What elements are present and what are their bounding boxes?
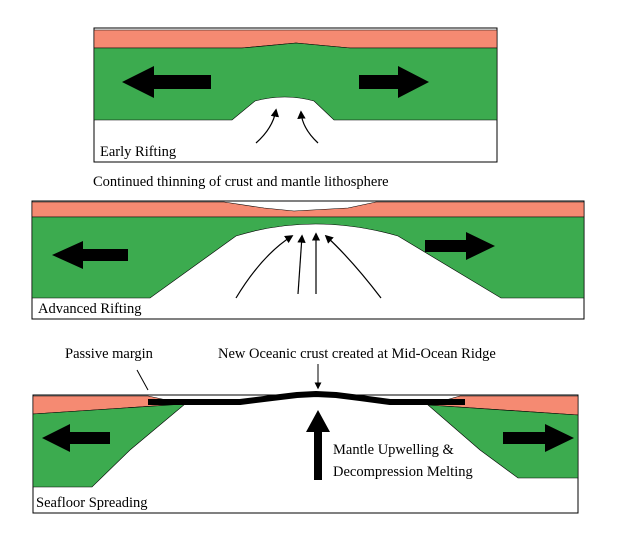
- mantle-lithosphere: [31, 216, 585, 299]
- panel-title: Advanced Rifting: [38, 301, 142, 317]
- panel-seafloor-spreading: Passive margin New Oceanic crust created…: [32, 346, 579, 514]
- arrow-right-icon: [359, 66, 429, 98]
- oceanic-crust: [148, 391, 465, 405]
- arrow-right-icon: [503, 424, 574, 452]
- panel-advanced-rifting: Advanced Rifting: [31, 200, 585, 320]
- caption-continued-thinning: Continued thinning of crust and mantle l…: [93, 174, 389, 190]
- passive-margin-label: Passive margin: [65, 346, 154, 362]
- upwelling-label-line1: Mantle Upwelling &: [333, 442, 455, 458]
- new-oceanic-crust-label: New Oceanic crust created at Mid-Ocean R…: [218, 346, 496, 362]
- mantle-lithosphere-left: [32, 403, 186, 488]
- arrow-left-icon: [42, 424, 110, 452]
- arrow-left-icon: [122, 66, 211, 98]
- pointer-lines: [136, 364, 322, 391]
- upwelling-label-line2: Decompression Melting: [333, 464, 473, 480]
- panel-title: Seafloor Spreading: [36, 495, 148, 511]
- upwelling-arrows: [235, 232, 382, 299]
- panel-early-rifting: Early Rifting: [93, 27, 498, 163]
- mantle-lithosphere: [93, 42, 498, 121]
- upwelling-arrows: [255, 108, 319, 144]
- arrow-right-icon: [425, 232, 495, 260]
- upwelling-arrow-icon: [306, 410, 330, 480]
- arrow-left-icon: [52, 241, 128, 269]
- panel-title: Early Rifting: [100, 144, 176, 160]
